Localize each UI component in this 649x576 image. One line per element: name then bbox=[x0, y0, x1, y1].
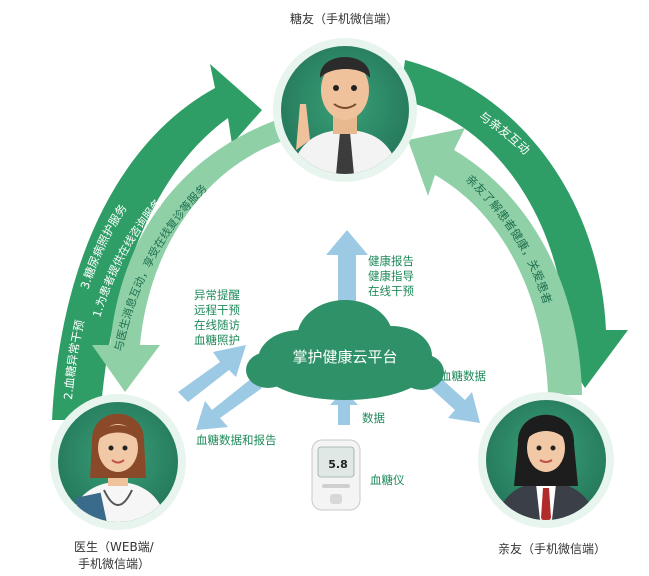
flow-label-data: 数据 bbox=[362, 411, 385, 425]
flow-label-alerts: 异常提醒 远程干预 在线随访 血糖照护 bbox=[194, 288, 240, 347]
sugar-friend-label: 糖友（手机微信端） bbox=[290, 12, 399, 26]
arrow-doctor-to-cloud bbox=[178, 345, 246, 402]
left-outer-arc bbox=[52, 64, 262, 420]
arrow-cloud-to-doctor bbox=[196, 378, 262, 430]
left-inner-arc bbox=[92, 118, 285, 392]
right-inner-arc bbox=[408, 128, 582, 395]
sugar-friend-avatar bbox=[273, 38, 417, 182]
arrow-cloud-to-relative bbox=[424, 372, 480, 423]
doctor-avatar bbox=[50, 394, 186, 530]
flow-label-data-and-report: 血糖数据和报告 bbox=[196, 433, 277, 447]
cloud-platform bbox=[246, 300, 444, 400]
flow-label-health-report: 健康报告 健康指导 在线干预 bbox=[368, 254, 414, 298]
flow-label-glucose-data: 血糖数据 bbox=[440, 369, 486, 383]
glucose-reading: 5.8 bbox=[328, 458, 348, 471]
cloud-label: 掌护健康云平台 bbox=[292, 348, 397, 366]
relative-label: 亲友（手机微信端） bbox=[498, 542, 607, 556]
arrow-up-to-sugar-friend bbox=[326, 230, 368, 302]
device-label: 血糖仪 bbox=[370, 473, 405, 487]
right-outer-arc bbox=[400, 60, 628, 388]
doctor-label-line1: 医生（WEB端/ bbox=[74, 540, 154, 554]
relative-avatar bbox=[478, 392, 614, 528]
glucose-meter-icon: 5.8 bbox=[311, 439, 361, 511]
doctor-label-line2: 手机微信端） bbox=[78, 557, 151, 571]
